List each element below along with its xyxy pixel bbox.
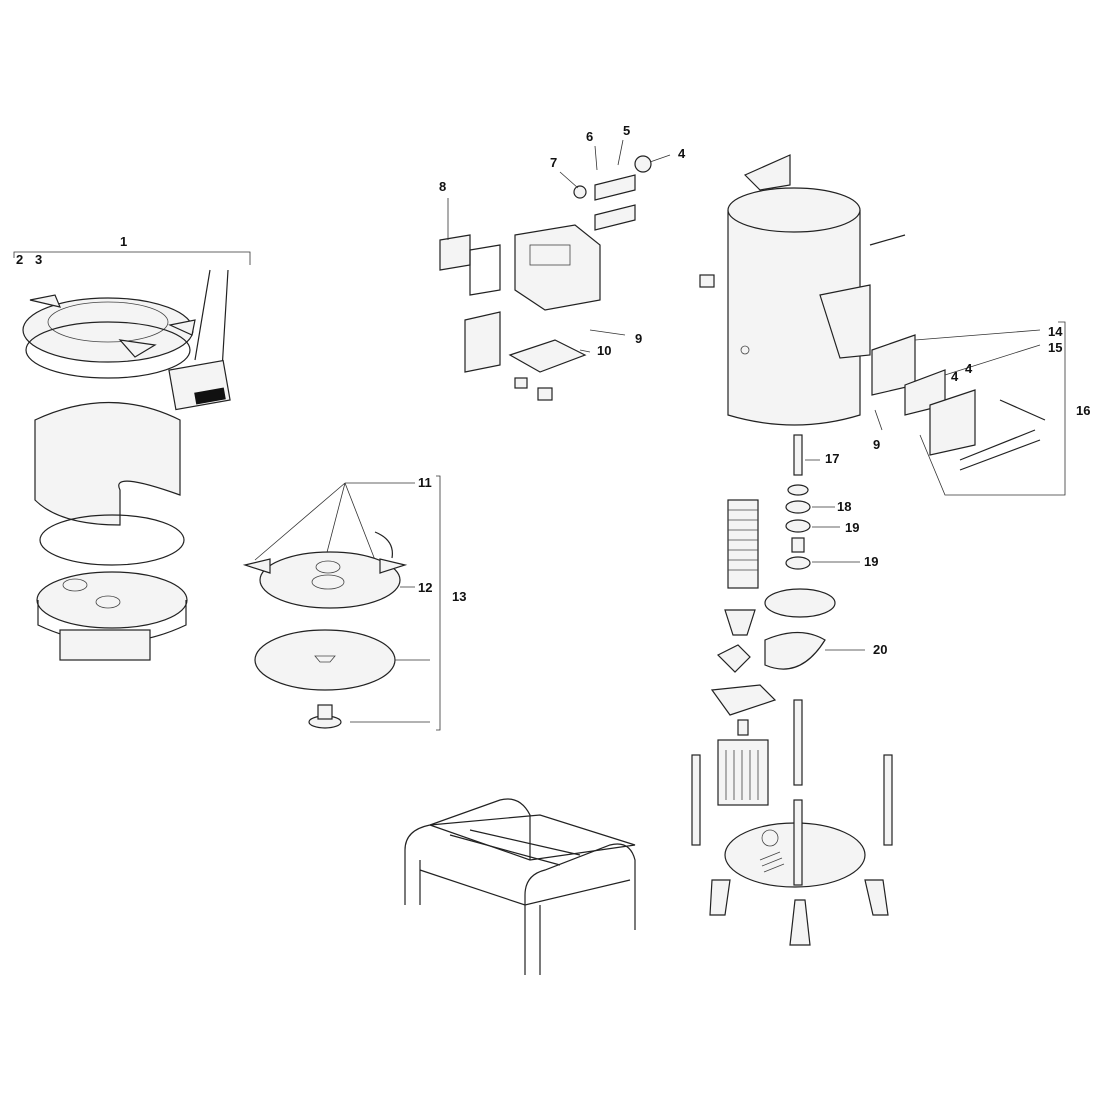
drive-stack [710, 434, 865, 716]
motor-base [691, 699, 893, 946]
stand-frame [404, 798, 636, 975]
main-barrel [699, 154, 906, 426]
lid-assembly [13, 251, 251, 411]
callout-18: 18 [837, 499, 851, 514]
callout-6: 6 [586, 129, 593, 144]
callout-19b: 19 [864, 554, 878, 569]
door-assembly [871, 321, 1066, 496]
callout-19: 19 [845, 520, 859, 535]
callout-4c: 4 [965, 361, 973, 376]
callout-16: 16 [1076, 403, 1090, 418]
callout-9b: 9 [873, 437, 880, 452]
callout-20: 20 [873, 642, 887, 657]
callout-1: 1 [120, 234, 127, 249]
callout-12: 12 [418, 580, 432, 595]
callout-8: 8 [439, 179, 446, 194]
callout-11: 11 [418, 475, 432, 490]
callout-labels: 1 2 3 4 5 6 7 8 9 10 11 12 13 14 15 4 4 … [16, 123, 1090, 657]
drum-base [36, 571, 188, 661]
callout-15: 15 [1048, 340, 1062, 355]
callout-5: 5 [623, 123, 630, 138]
callout-9: 9 [635, 331, 642, 346]
callout-4: 4 [678, 146, 686, 161]
callout-4b: 4 [951, 369, 959, 384]
callout-2: 2 [16, 252, 23, 267]
callout-14: 14 [1048, 324, 1063, 339]
drum-liner [34, 402, 185, 566]
disc-assembly [242, 475, 441, 731]
callout-10: 10 [597, 343, 611, 358]
callout-3: 3 [35, 252, 42, 267]
callout-17: 17 [825, 451, 839, 466]
callout-7: 7 [550, 155, 557, 170]
control-housing [439, 139, 671, 401]
callout-13: 13 [452, 589, 466, 604]
